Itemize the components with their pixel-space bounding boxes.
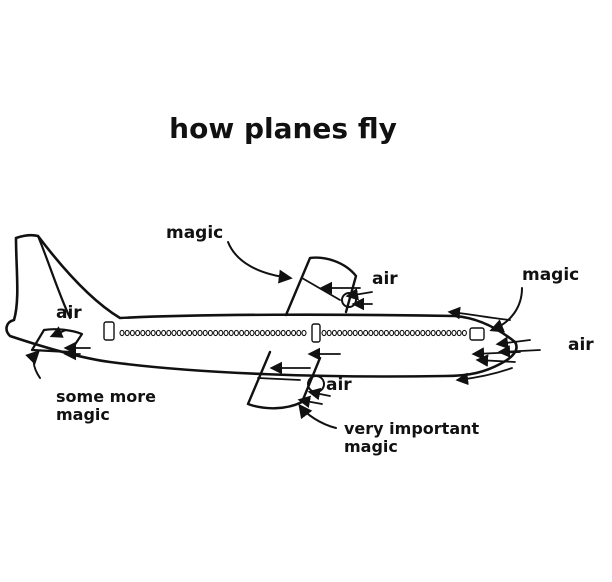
upper-wing-root [301,277,341,301]
lower-wing-airflow [269,347,341,409]
cabin-window [187,329,193,337]
cabin-window [259,329,265,337]
cabin-window [347,329,353,337]
very-important-magic-arrow [298,403,337,429]
window-row [103,321,485,343]
label-air-tail: air [56,303,82,323]
cabin-window [378,329,384,337]
cabin-window [430,329,436,337]
cabin-window [181,329,187,337]
cabin-window [446,329,452,337]
cabin-window [383,329,389,337]
cabin-window [301,329,307,337]
cabin-window [218,329,224,337]
cabin-windows [119,329,467,337]
cabin-window [270,329,276,337]
label-magic-nose: magic [522,265,579,285]
cabin-window [135,329,141,337]
cabin-window [441,329,447,337]
cabin-window [389,329,395,337]
cabin-window [166,329,172,337]
cabin-window [342,329,348,337]
label-very-important-line1: very important [344,419,480,438]
cabin-window [326,329,332,337]
cabin-window [456,329,462,337]
label-very-important-line2: magic [344,437,398,456]
cabin-window [239,329,245,337]
cabin-window [254,329,260,337]
cabin-window [415,329,421,337]
fuselage [5,233,518,378]
label-air-engine: air [326,375,352,395]
cabin-window [171,329,177,337]
cabin-window [451,329,457,337]
cabin-window [192,329,198,337]
cabin-window [150,329,156,337]
cabin-window [275,329,281,337]
cabin-window [233,329,239,337]
cabin-window [161,329,167,337]
cabin-window [291,329,297,337]
label-air-wing: air [372,269,398,289]
cabin-window [352,329,358,337]
magic-nose-arrow [489,287,523,333]
cabin-window [296,329,302,337]
cabin-window [285,329,291,337]
upper-wing-airflow [319,281,373,311]
cabin-window [394,329,400,337]
cabin-window [321,329,327,337]
cabin-window [140,329,146,337]
nose-airflow [447,306,541,386]
upper-wing [284,256,358,317]
cabin-window [420,329,426,337]
cabin-window [223,329,229,337]
cabin-window [280,329,286,337]
tail-fin [36,234,72,320]
cabin-window [399,329,405,337]
cabin-window [337,329,343,337]
cabin-window [119,329,125,337]
cabin-window [409,329,415,337]
cabin-window [249,329,255,337]
label-magic-top: magic [166,223,223,243]
cabin-window [197,329,203,337]
cabin-window [124,329,130,337]
cabin-window [368,329,374,337]
some-more-magic-arrow [25,350,41,379]
magic-top-arrow [227,241,293,284]
door-rear [103,321,115,341]
cabin-window [363,329,369,337]
lower-wing-root [257,377,301,381]
cabin-window [265,329,271,337]
cabin-window [155,329,161,337]
cabin-window [145,329,151,337]
cabin-window [176,329,182,337]
tail-airflow [49,326,91,361]
cabin-window [228,329,234,337]
cabin-window [129,329,135,337]
label-some-more-magic-line2: magic [56,405,110,424]
cabin-window [244,329,250,337]
cabin-window [435,329,441,337]
cabin-window [404,329,410,337]
label-some-more-magic-line1: some more [56,387,156,406]
cabin-window [213,329,219,337]
door-front [469,327,485,341]
door-mid [311,323,321,343]
cabin-window [461,329,467,337]
title: how planes fly [169,112,397,145]
cabin-window [202,329,208,337]
cabin-window [373,329,379,337]
cabin-window [331,329,337,337]
cabin-window [207,329,213,337]
cabin-window [357,329,363,337]
label-air-nose: air [568,335,594,355]
cabin-window [425,329,431,337]
